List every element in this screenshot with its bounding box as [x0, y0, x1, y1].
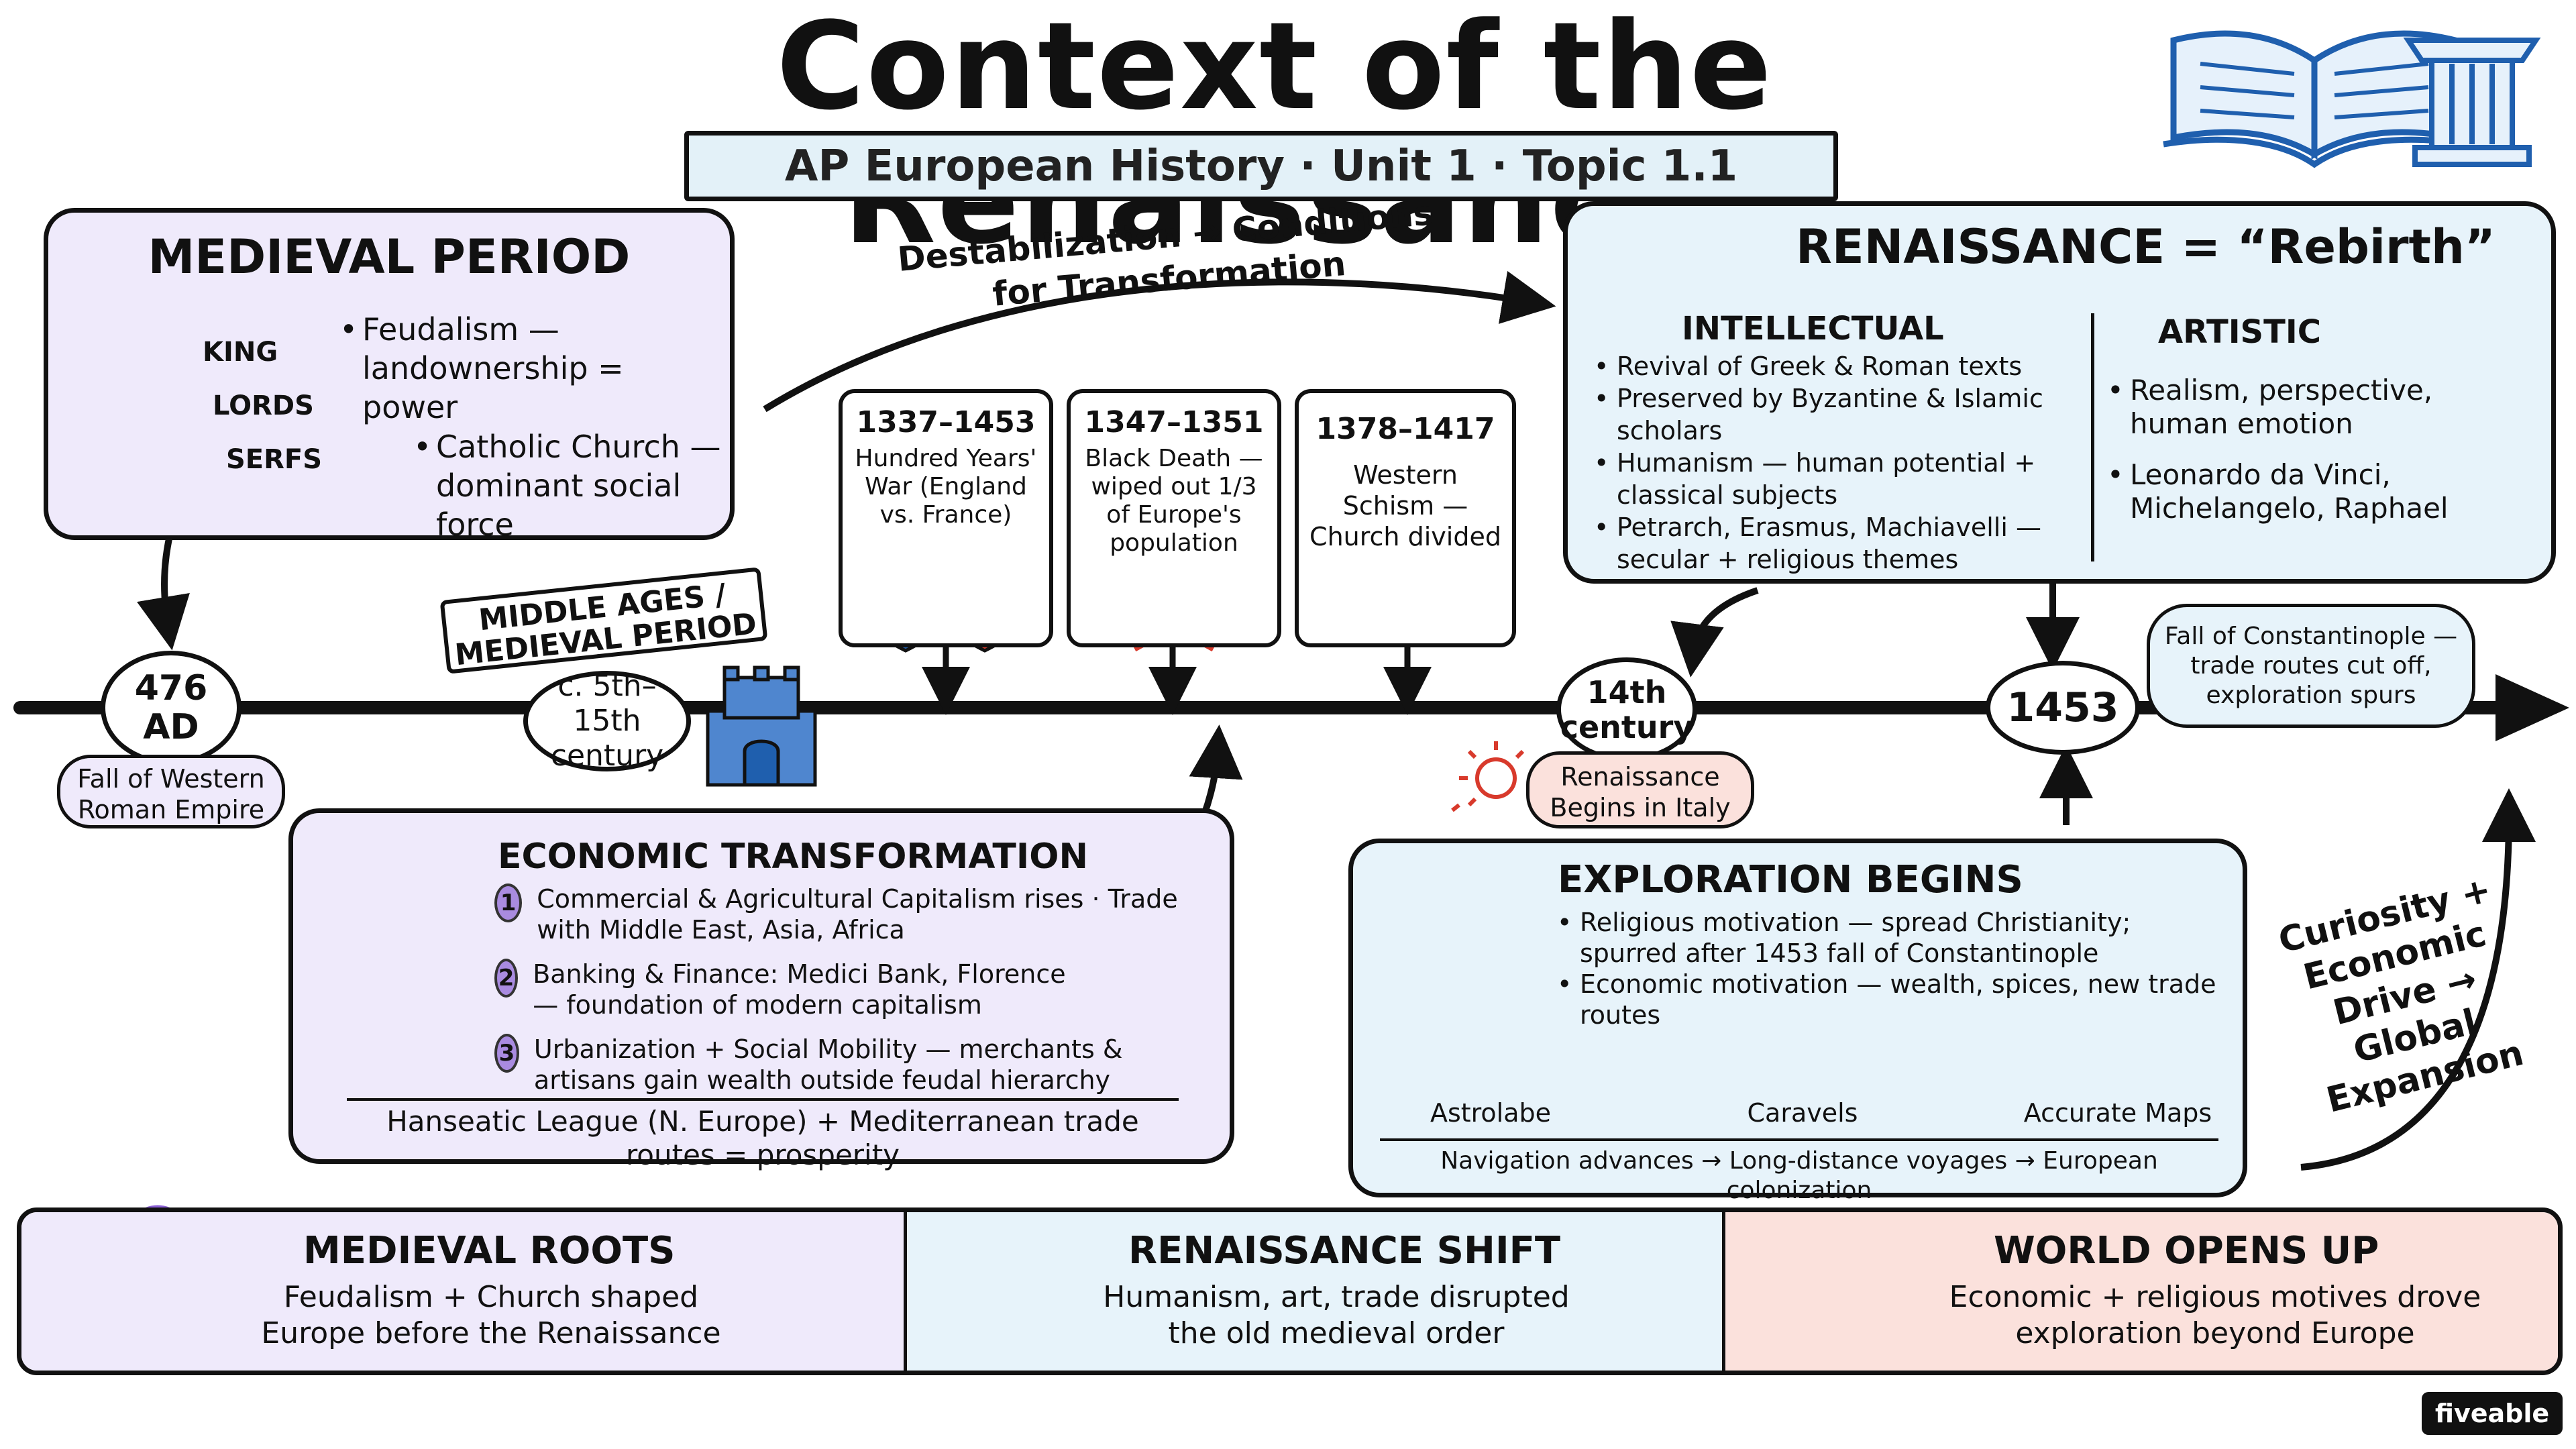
- medieval-heading: MEDIEVAL PERIOD: [148, 229, 631, 284]
- fiveable-logo: fiveable: [2422, 1392, 2563, 1435]
- exploration-footer: Navigation advances → Long-distance voya…: [1440, 1147, 2158, 1204]
- note-fall-western-rome: Fall of Western Roman Empire: [57, 755, 285, 828]
- century-number: 14th: [1587, 674, 1667, 710]
- summary-world-opens-up: WORLD OPENS UP Economic + religious moti…: [1725, 1212, 2558, 1371]
- summary-text: Humanism, art, trade disrupted the old m…: [1103, 1280, 1570, 1350]
- sun-icon: [1451, 741, 1525, 812]
- subtitle-ribbon: AP European History · Unit 1 · Topic 1.1: [684, 131, 1838, 201]
- economic-transformation-card: ECONOMIC TRANSFORMATION 1 Commercial & A…: [288, 808, 1234, 1171]
- note-renaissance-begins: Renaissance Begins in Italy: [1526, 751, 1754, 828]
- step-number: 2: [494, 959, 519, 998]
- pyramid-label-king: KING: [203, 337, 278, 368]
- economic-step-1: 1 Commercial & Agricultural Capitalism r…: [494, 883, 1212, 945]
- summary-text: Feudalism + Church shaped Europe before …: [261, 1280, 721, 1350]
- economic-step-3: 3 Urbanization + Social Mobility — merch…: [494, 1034, 1212, 1095]
- event-desc: Hundred Years' War (England vs. France): [855, 445, 1037, 529]
- summary-strip: MEDIEVAL ROOTS Feudalism + Church shaped…: [17, 1208, 2563, 1375]
- node-14th-century: 14th century: [1556, 657, 1697, 761]
- exploration-card: EXPLORATION BEGINS Religious motivation …: [1348, 839, 2247, 1204]
- node-476-ad: 476 AD: [101, 651, 241, 765]
- step-number: 3: [494, 1034, 519, 1073]
- castle-icon: [706, 665, 817, 787]
- intellectual-bullet: Preserved by Byzantine & Islamic scholar…: [1591, 382, 2074, 447]
- astrolabe-label: Astrolabe: [1430, 1098, 1552, 1128]
- event-years: 1347–1351: [1084, 405, 1264, 439]
- medieval-bullet-feudalism: Feudalism — landownership = power: [337, 310, 712, 427]
- exploration-heading: EXPLORATION BEGINS: [1558, 858, 2023, 902]
- note-fall-constantinople: Fall of Constantinople — trade routes cu…: [2147, 604, 2475, 728]
- caravels-label: Caravels: [1747, 1098, 1858, 1128]
- exploration-bullet: Religious motivation — spread Christiani…: [1554, 907, 2232, 969]
- timeline-arrowhead: [2496, 674, 2569, 741]
- artistic-bullet: Leonardo da Vinci, Michelangelo, Raphael: [2104, 458, 2534, 525]
- economic-footer: Hanseatic League (N. Europe) + Mediterra…: [386, 1105, 1139, 1171]
- intellectual-bullet: Humanism — human potential + classical s…: [1591, 447, 2074, 511]
- page-title: Context of the Renaissance: [776, 0, 1773, 268]
- node-5th-15th-century: c. 5th–15th century: [523, 669, 691, 773]
- step-text: Urbanization + Social Mobility — merchan…: [533, 1034, 1123, 1095]
- step-text: Banking & Finance: Medici Bank, Florence…: [533, 959, 1066, 1020]
- renaissance-heading: RENAISSANCE = “Rebirth”: [1796, 219, 2496, 274]
- exploration-divider: [1380, 1138, 2218, 1141]
- economic-heading: ECONOMIC TRANSFORMATION: [498, 837, 1088, 877]
- event-black-death: 1347–1351 Black Death — wiped out 1/3 of…: [1067, 389, 1281, 647]
- summary-title: RENAISSANCE SHIFT: [1128, 1229, 1561, 1273]
- summary-title: MEDIEVAL ROOTS: [303, 1229, 676, 1273]
- event-western-schism: 1378–1417 Western Schism — Church divide…: [1295, 389, 1516, 647]
- destabilization-arrow: [763, 270, 1556, 413]
- step-text: Commercial & Agricultural Capitalism ris…: [537, 884, 1178, 945]
- artistic-title: ARTISTIC: [2158, 313, 2321, 351]
- century-range: c. 5th–15th: [557, 669, 657, 738]
- accurate-maps-label: Accurate Maps: [2023, 1098, 2212, 1128]
- event-desc: Black Death — wiped out 1/3 of Europe's …: [1085, 445, 1263, 557]
- intellectual-bullet: Revival of Greek & Roman texts: [1591, 350, 2074, 382]
- medieval-bullet-church: Catholic Church — dominant social force: [411, 427, 726, 544]
- century-word: century: [550, 739, 664, 773]
- pyramid-label-lords: LORDS: [213, 390, 314, 421]
- century-word: century: [1560, 708, 1694, 745]
- column-divider: [2091, 313, 2094, 561]
- artistic-bullet: Realism, perspective, human emotion: [2104, 374, 2534, 441]
- exploration-bullet: Economic motivation — wealth, spices, ne…: [1554, 969, 2232, 1030]
- renaissance-card: RENAISSANCE = “Rebirth” INTELLECTUAL Rev…: [1563, 201, 2556, 584]
- pyramid-label-serfs: SERFS: [226, 444, 323, 475]
- summary-title: WORLD OPENS UP: [1994, 1229, 2379, 1273]
- open-book-icon: [2163, 30, 2466, 168]
- economic-divider: [347, 1098, 1179, 1101]
- intellectual-title: INTELLECTUAL: [1682, 310, 1944, 347]
- summary-renaissance-shift: RENAISSANCE SHIFT Humanism, art, trade d…: [907, 1212, 1725, 1371]
- node-1453: 1453: [1986, 661, 2140, 755]
- intellectual-bullet: Petrarch, Erasmus, Machiavelli — secular…: [1591, 511, 2074, 576]
- economic-step-2: 2 Banking & Finance: Medici Bank, Floren…: [494, 959, 1212, 1020]
- step-number: 1: [494, 883, 523, 922]
- event-years: 1378–1417: [1316, 412, 1495, 446]
- summary-medieval-roots: MEDIEVAL ROOTS Feudalism + Church shaped…: [21, 1212, 907, 1371]
- summary-text: Economic + religious motives drove explo…: [1949, 1280, 2481, 1350]
- event-desc: Western Schism — Church divided: [1309, 460, 1501, 551]
- greek-column-icon: [2403, 38, 2541, 167]
- medieval-period-card: MEDIEVAL PERIOD KING LORDS SERFS Feudali…: [44, 208, 735, 543]
- event-hundred-years-war: 1337–1453 Hundred Years' War (England vs…: [839, 389, 1053, 647]
- event-years: 1337–1453: [856, 405, 1036, 439]
